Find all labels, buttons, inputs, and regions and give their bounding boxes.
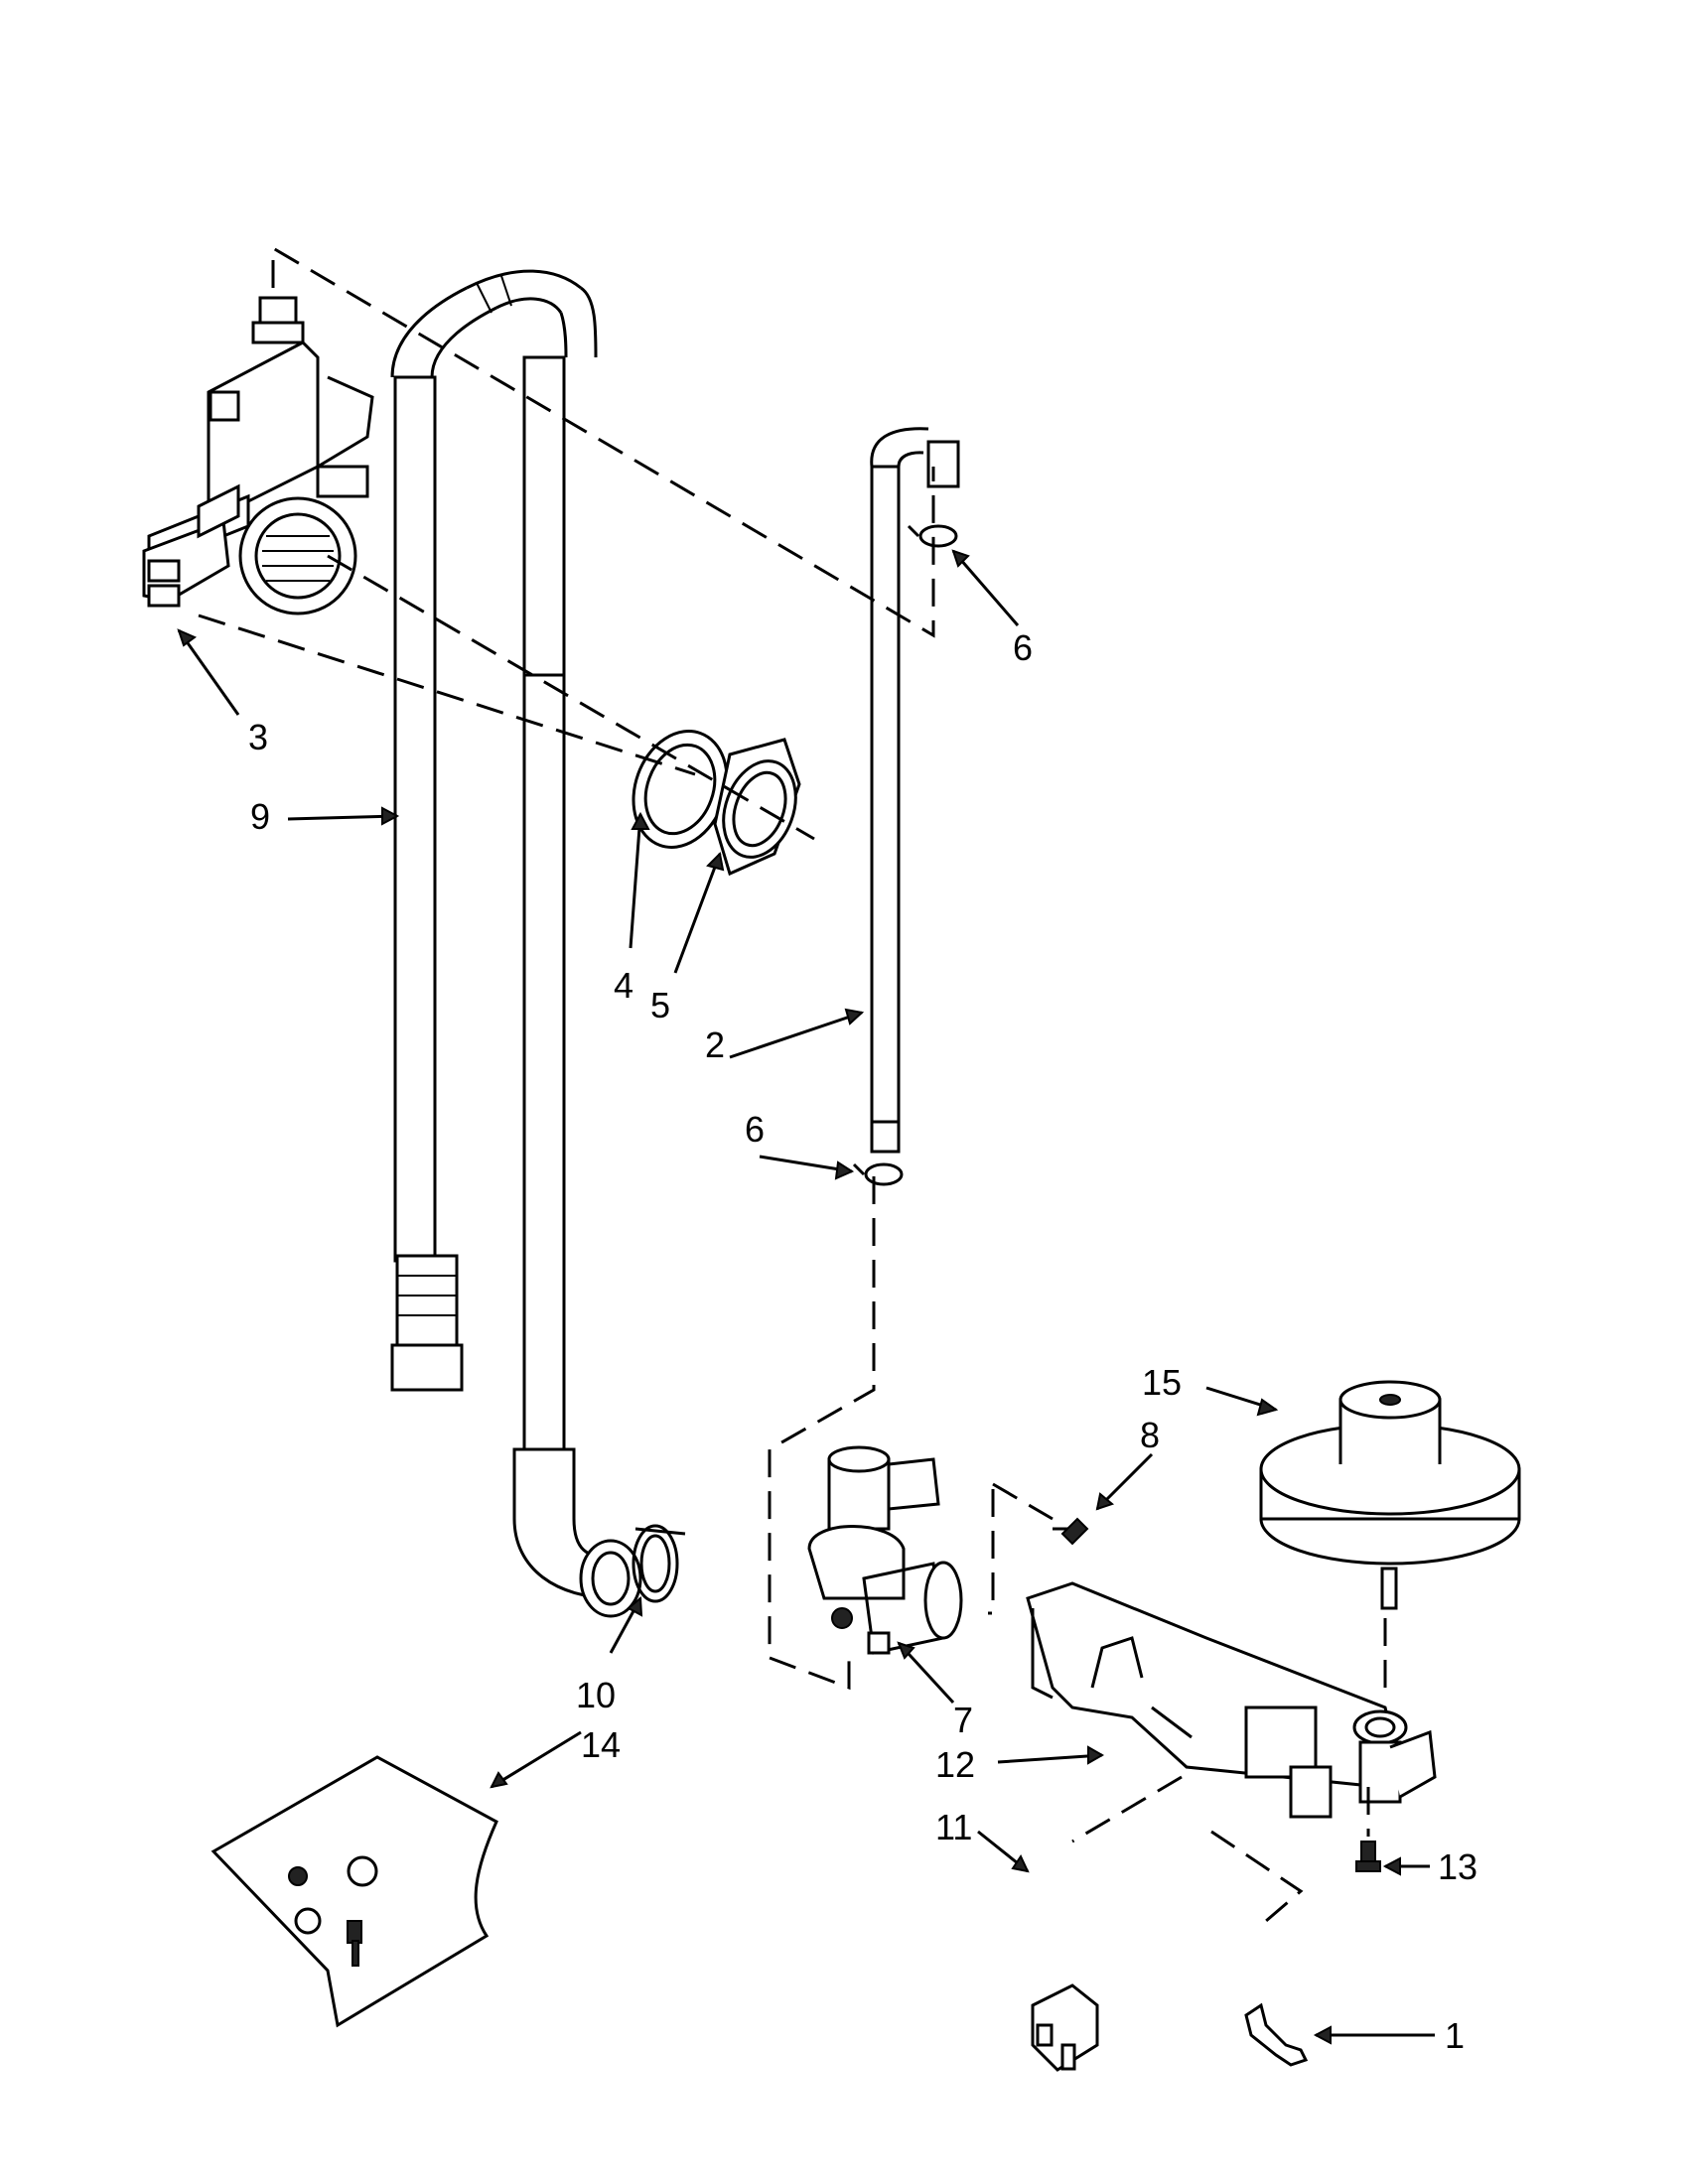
callout-14: 14 xyxy=(581,1724,621,1765)
water-valve-part xyxy=(807,1445,963,1655)
callout-6-lower: 6 xyxy=(745,1109,765,1150)
float-part xyxy=(1259,1380,1521,1610)
callout-4: 4 xyxy=(614,965,633,1006)
callout-10: 10 xyxy=(576,1675,616,1715)
callout-3: 3 xyxy=(248,717,268,757)
clamp-lower-part xyxy=(852,1162,904,1186)
callout-9: 9 xyxy=(250,796,270,837)
callout-15: 15 xyxy=(1142,1362,1182,1403)
drain-hose-part xyxy=(390,269,642,1618)
callout-8: 8 xyxy=(1140,1415,1160,1455)
callout-2: 2 xyxy=(705,1024,725,1065)
clamp-upper-part xyxy=(907,524,958,548)
callout-6-upper: 6 xyxy=(1013,627,1033,668)
callout-1: 1 xyxy=(1445,2015,1465,2056)
callout-12: 12 xyxy=(935,1744,975,1785)
hose-clamp-part xyxy=(632,1524,686,1603)
callout-11: 11 xyxy=(935,1807,972,1847)
leader-arrows xyxy=(177,549,1435,2045)
parts-bag-part xyxy=(211,1755,498,2028)
lever-part xyxy=(1244,2002,1309,2067)
bracket-part xyxy=(1026,1581,1437,1819)
drain-connector-part xyxy=(142,296,374,615)
switch-part xyxy=(1031,1983,1099,2072)
nut-part xyxy=(713,738,801,877)
screw-part-13 xyxy=(1355,1841,1381,1872)
fill-hose-part xyxy=(870,427,960,1154)
assembly-lines xyxy=(198,245,1387,1923)
callout-5: 5 xyxy=(650,985,670,1025)
callout-7: 7 xyxy=(953,1700,973,1740)
callout-labels: 3 9 4 5 6 2 6 15 8 7 10 14 12 11 13 1 xyxy=(248,627,1477,2056)
callout-13: 13 xyxy=(1438,1846,1477,1887)
screw-part-8 xyxy=(1053,1517,1089,1546)
